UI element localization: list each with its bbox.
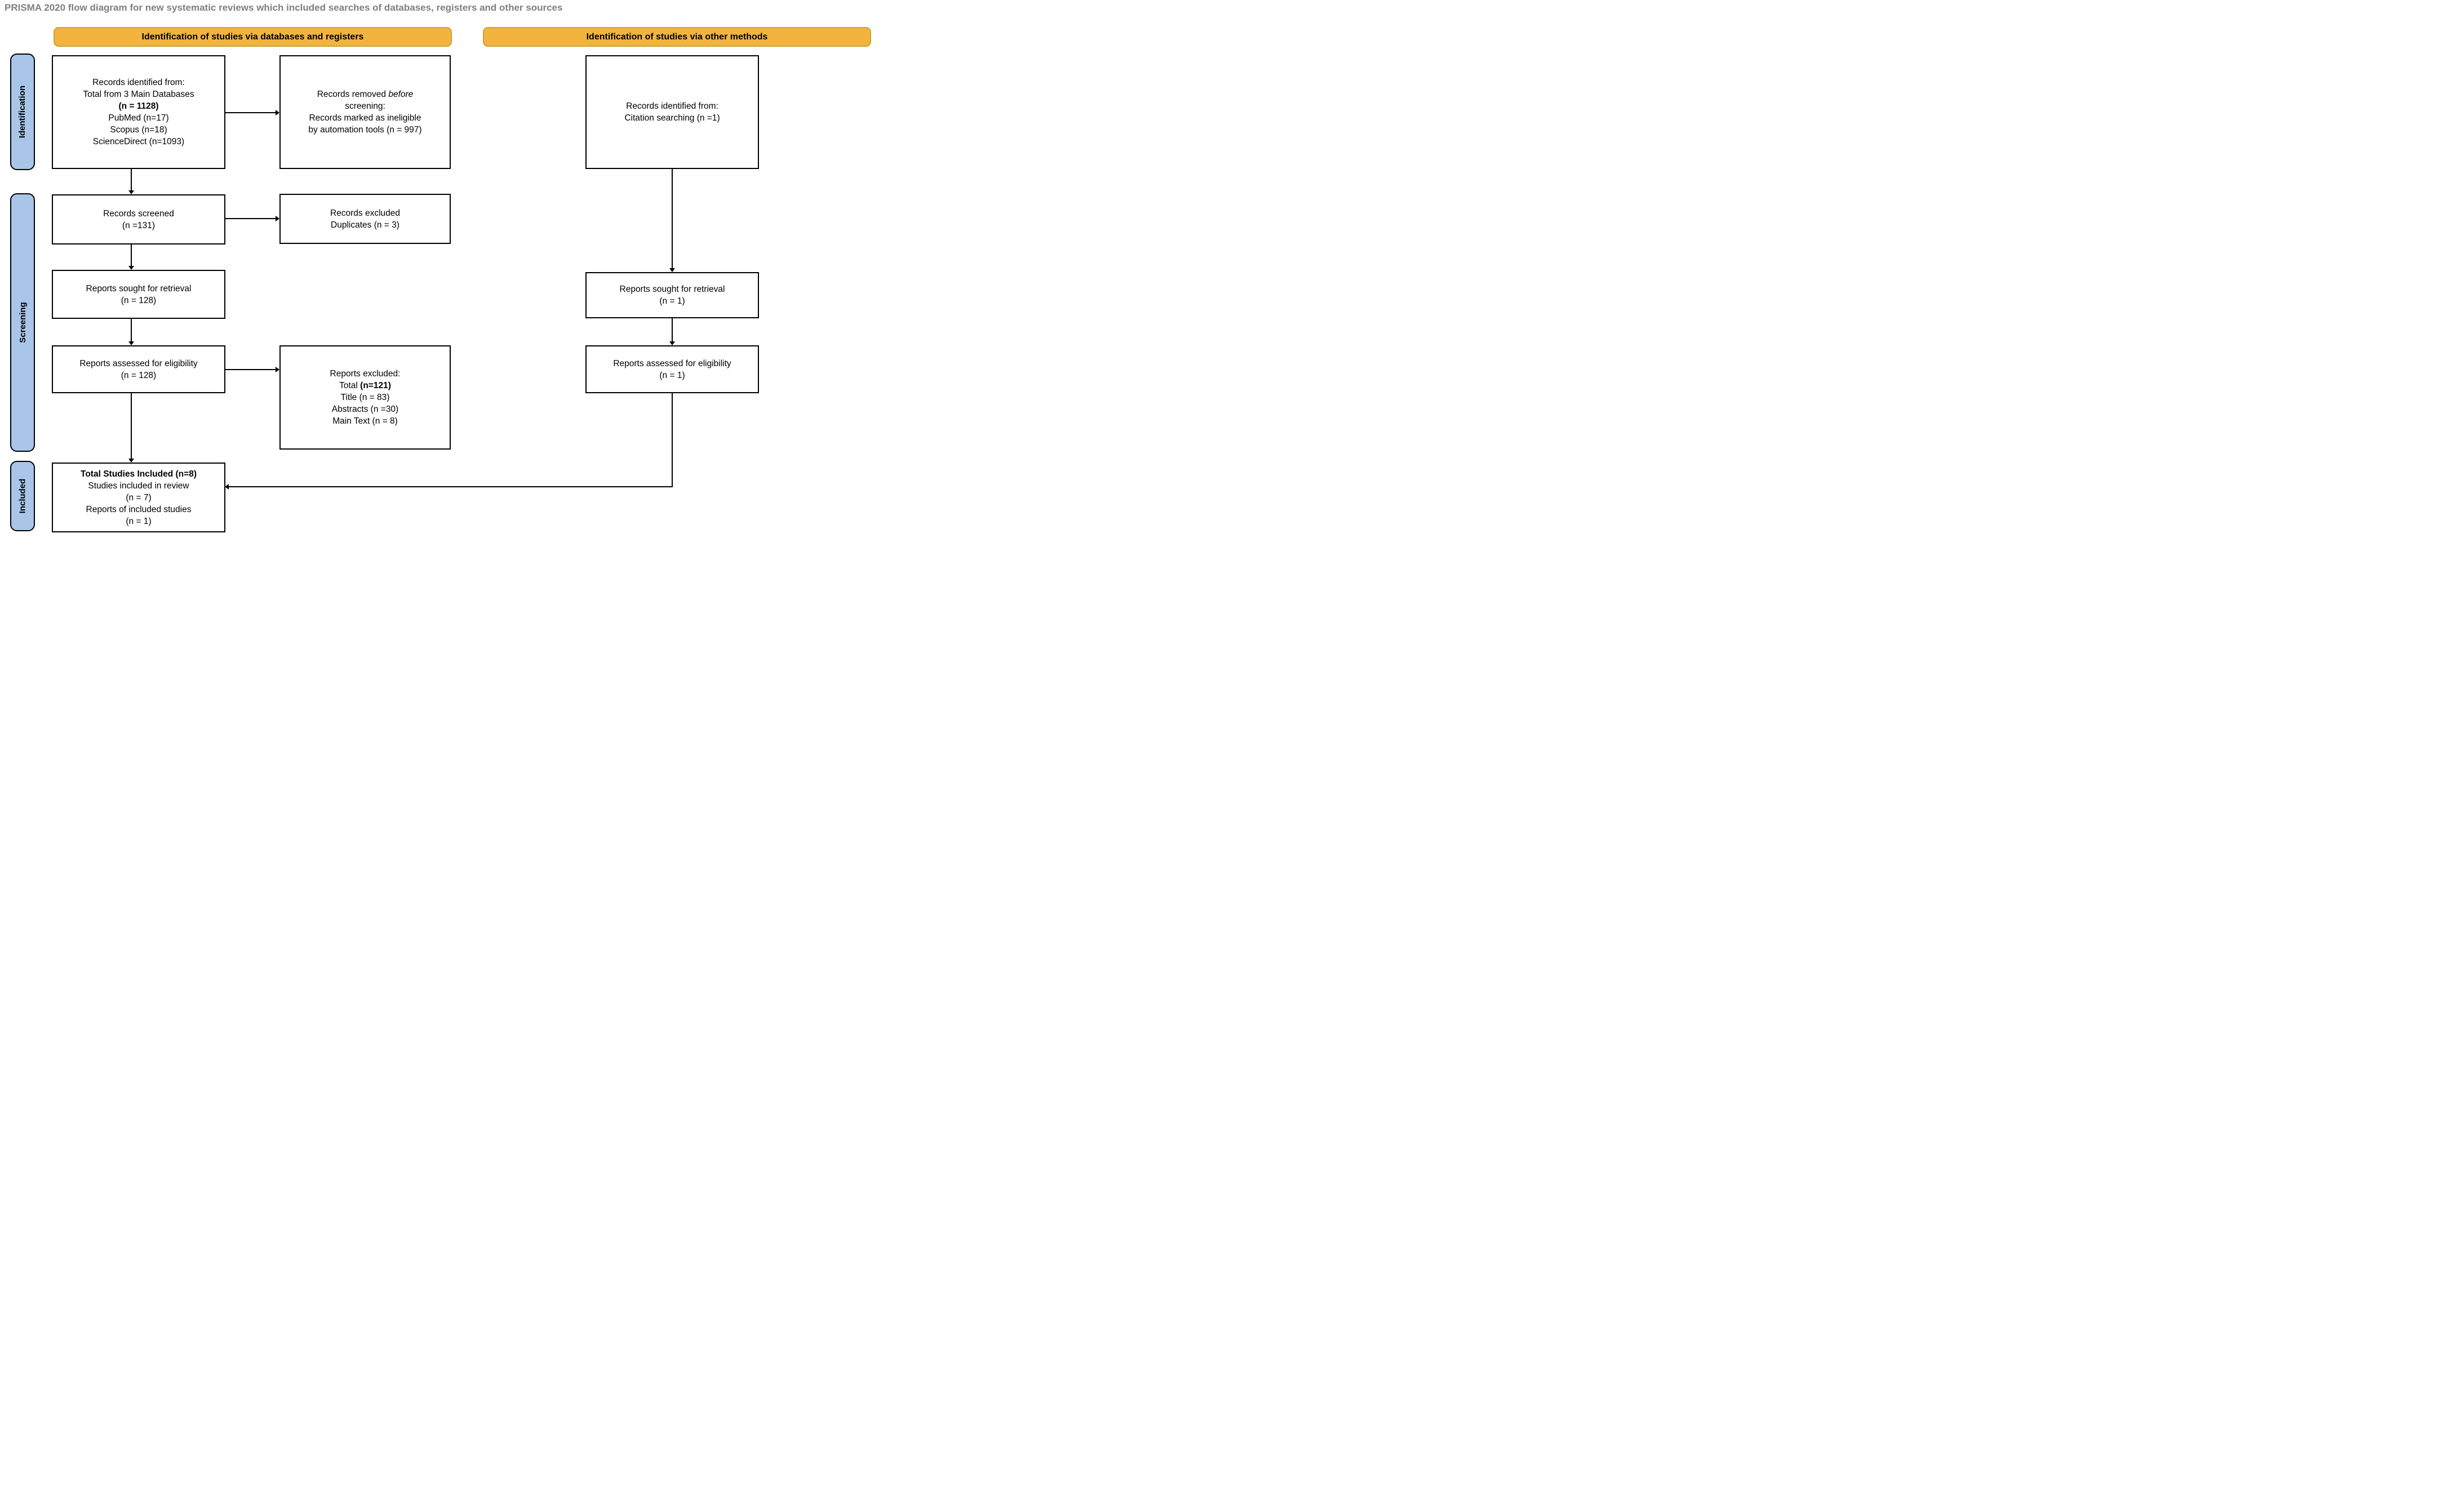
box-line: Records removed before	[317, 88, 414, 100]
arrow-head-left-icon	[225, 484, 229, 490]
box-line: Total (n=121)	[339, 380, 391, 392]
box-line: by automation tools (n = 997)	[308, 125, 422, 135]
box-records-removed: Records removed before screening: Record…	[279, 55, 451, 169]
arrow-head-down-icon	[128, 341, 134, 345]
arrow-line	[131, 393, 132, 459]
box-line: Reports sought for retrieval	[86, 283, 192, 294]
box-line: Studies included in review	[88, 481, 189, 491]
box-line: Records excluded	[330, 208, 401, 218]
arrow-head-right-icon	[276, 216, 279, 221]
arrow-head-down-icon	[128, 190, 134, 194]
box-line: (n = 128)	[121, 295, 157, 305]
box-citation-identified: Records identified from: Citation search…	[585, 55, 759, 169]
box-line: (n = 1)	[659, 370, 685, 380]
arrow-head-down-icon	[669, 341, 675, 345]
box-records-excluded: Records excluded Duplicates (n = 3)	[279, 194, 451, 244]
box-total-included: Total Studies Included (n=8) Studies inc…	[52, 463, 225, 532]
arrow-sought-other-to-assessed-other	[669, 318, 676, 345]
banner-databases-registers: Identification of studies via databases …	[54, 27, 452, 47]
arrow-line	[131, 169, 132, 190]
arrow-head-down-icon	[128, 266, 134, 270]
box-line-bold: (n=121)	[360, 381, 391, 390]
arrow-line	[225, 112, 276, 113]
box-line: Reports of included studies	[86, 504, 192, 514]
box-line: (n =131)	[122, 220, 156, 230]
box-reports-sought-other: Reports sought for retrieval (n = 1)	[585, 272, 759, 318]
sidebar-identification-label: Identification	[17, 85, 28, 139]
sidebar-included-label: Included	[17, 478, 28, 514]
arrow-line	[131, 245, 132, 266]
box-line: Main Text (n = 8)	[332, 416, 398, 426]
box-line: Records identified from:	[92, 78, 185, 87]
box-line-text: Total	[339, 381, 361, 390]
arrow-line-vertical	[672, 393, 673, 487]
box-line: Reports excluded:	[330, 369, 401, 379]
prisma-flow-diagram: PRISMA 2020 flow diagram for new systema…	[0, 0, 880, 540]
box-line: Total from 3 Main Databases	[83, 90, 194, 99]
arrow-line	[225, 218, 276, 219]
box-line: Reports assessed for eligibility	[79, 358, 198, 368]
box-line: Records screened	[103, 208, 174, 219]
box-line: (n = 128)	[121, 370, 157, 380]
box-reports-excluded: Reports excluded: Total (n=121) Title (n…	[279, 345, 451, 450]
banner-databases-registers-label: Identification of studies via databases …	[141, 32, 364, 42]
box-line: Scopus (n=18)	[110, 125, 167, 135]
box-line-text: Records removed	[317, 90, 389, 99]
arrow-head-right-icon	[276, 110, 279, 115]
box-line-italic: before	[388, 90, 414, 99]
banner-other-methods: Identification of studies via other meth…	[483, 27, 871, 47]
arrow-head-right-icon	[276, 367, 279, 372]
box-line: Records identified from:	[626, 101, 718, 111]
sidebar-identification: Identification	[10, 54, 35, 170]
box-line: Reports sought for retrieval	[619, 284, 725, 294]
arrow-line	[225, 369, 276, 370]
arrow-citation-to-sought-other	[669, 169, 676, 272]
arrow-screened-to-excluded	[225, 215, 279, 222]
sidebar-screening-label: Screening	[17, 302, 28, 343]
box-records-identified: Records identified from: Total from 3 Ma…	[52, 55, 225, 169]
box-line: Abstracts (n =30)	[331, 404, 399, 414]
box-line: PubMed (n=17)	[108, 113, 169, 123]
banner-other-methods-label: Identification of studies via other meth…	[586, 32, 768, 42]
arrow-screened-to-sought	[128, 245, 135, 270]
box-line: Total Studies Included (n=8)	[81, 469, 197, 479]
arrow-assessed-other-to-included	[225, 393, 673, 490]
box-line: Duplicates (n = 3)	[331, 220, 399, 230]
arrow-head-down-icon	[669, 268, 675, 272]
arrow-assessed-to-reports-excluded	[225, 366, 279, 373]
box-reports-sought: Reports sought for retrieval (n = 128)	[52, 270, 225, 319]
box-reports-assessed-other: Reports assessed for eligibility (n = 1)	[585, 345, 759, 393]
box-line: Title (n = 83)	[340, 393, 390, 402]
box-line: screening:	[345, 101, 385, 111]
arrow-head-down-icon	[128, 459, 134, 463]
box-records-screened: Records screened (n =131)	[52, 194, 225, 245]
box-line: ScienceDirect (n=1093)	[92, 137, 185, 146]
box-line: (n = 1128)	[118, 101, 159, 111]
page-title: PRISMA 2020 flow diagram for new systema…	[5, 2, 563, 13]
box-line: Reports assessed for eligibility	[613, 358, 731, 368]
arrow-line	[131, 319, 132, 341]
arrow-sought-to-assessed	[128, 319, 135, 345]
arrow-identified-to-removed	[225, 109, 279, 116]
arrow-line	[672, 169, 673, 268]
box-line: (n = 1)	[659, 296, 685, 306]
box-line: Citation searching (n =1)	[624, 113, 720, 123]
box-line: (n = 1)	[126, 516, 152, 526]
arrow-line-horizontal	[229, 486, 673, 487]
box-reports-assessed: Reports assessed for eligibility (n = 12…	[52, 345, 225, 393]
sidebar-screening: Screening	[10, 193, 35, 452]
box-line: (n = 7)	[126, 492, 152, 503]
arrow-line	[672, 318, 673, 341]
arrow-identified-to-screened	[128, 169, 135, 194]
sidebar-included: Included	[10, 461, 35, 531]
arrow-assessed-to-included	[128, 393, 135, 463]
box-line: Records marked as ineligible	[309, 113, 421, 123]
